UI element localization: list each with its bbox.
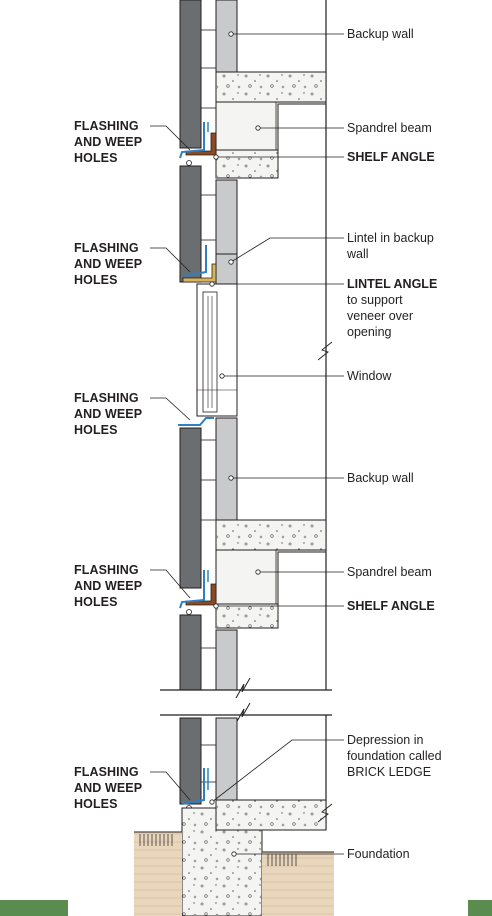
label-backup-wall-mid: Backup wall bbox=[347, 471, 414, 485]
leader-dots bbox=[209, 31, 261, 857]
label-shelf-angle-top: SHELF ANGLE bbox=[347, 150, 435, 164]
label-shelf-angle-mid: SHELF ANGLE bbox=[347, 599, 435, 613]
label-window: Window bbox=[347, 369, 392, 383]
label-foundation: Foundation bbox=[347, 847, 410, 861]
label-backup-wall-top: Backup wall bbox=[347, 27, 414, 41]
leader-lines bbox=[150, 33, 344, 855]
right-labels: Backup wall Spandrel beam SHELF ANGLE Li… bbox=[346, 27, 442, 861]
label-spandrel-beam-top: Spandrel beam bbox=[347, 121, 432, 135]
accent-bar-right bbox=[468, 900, 492, 916]
label-spandrel-beam-mid: Spandrel beam bbox=[347, 565, 432, 579]
wall-structure bbox=[134, 0, 334, 916]
accent-bar-left bbox=[0, 900, 68, 916]
